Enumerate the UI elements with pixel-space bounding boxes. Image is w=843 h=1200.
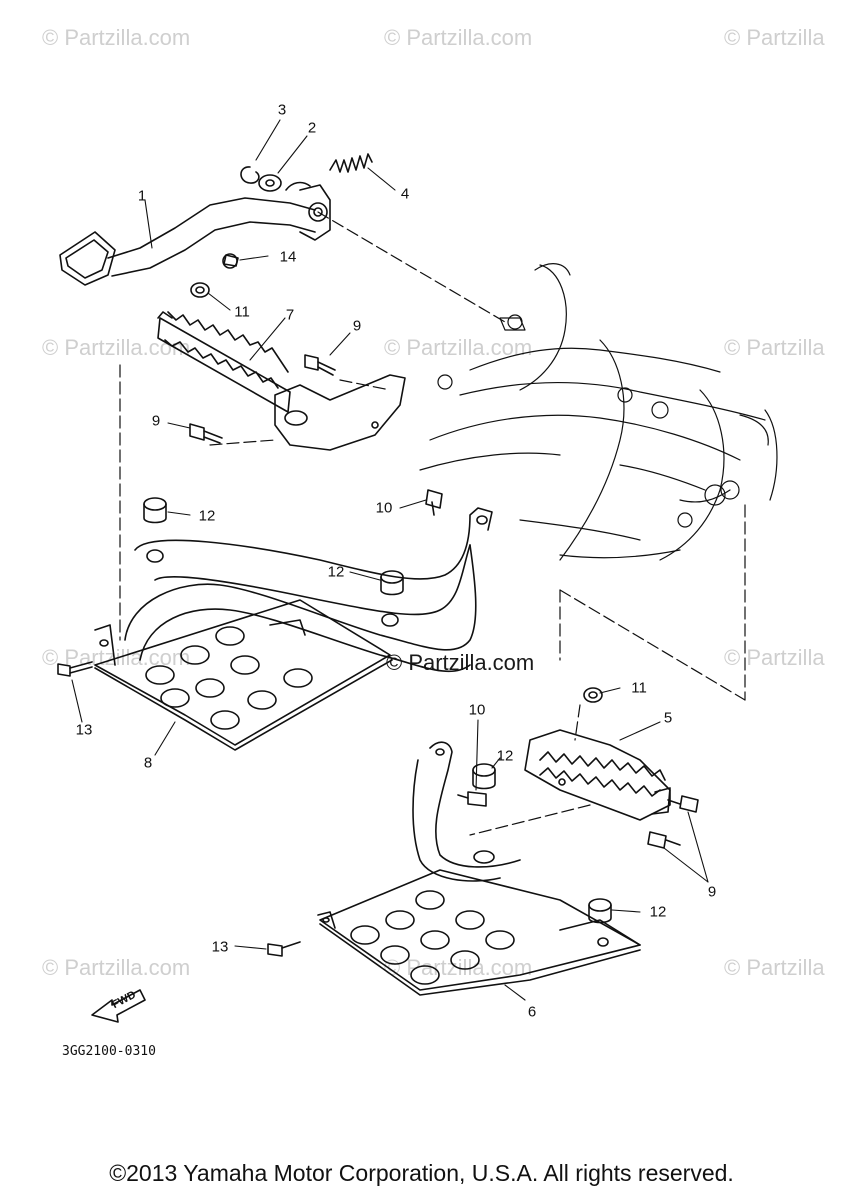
bolt-13-upper (57, 661, 93, 677)
watermark: © Partzilla.com (42, 25, 191, 50)
copyright-notice: ©2013 Yamaha Motor Corporation, U.S.A. A… (109, 1160, 734, 1186)
diagram-code: 3GG2100-0310 (62, 1044, 156, 1059)
watermark: © Partzilla (724, 645, 825, 670)
callout-14: 14 (279, 248, 297, 266)
pin (222, 253, 239, 269)
nut-right (583, 687, 603, 703)
bolt-13-lower (267, 941, 301, 957)
step-plate-6 (317, 869, 641, 996)
watermark: © Partzilla (724, 955, 825, 980)
callout-6: 6 (527, 1003, 537, 1021)
nut-upper (190, 282, 210, 298)
callout-3: 3 (277, 101, 287, 119)
bolt-right-a (667, 795, 699, 813)
rubber-lower-a (472, 763, 496, 790)
watermark: © Partzilla (724, 335, 825, 360)
bracket-bar-upper (124, 507, 493, 673)
callout-5: 5 (663, 709, 673, 727)
watermark: © Partzilla (724, 25, 825, 50)
callout-11-upper: 11 (234, 303, 250, 321)
rubber-lower-b (588, 898, 612, 924)
fwd-arrow (91, 989, 146, 1023)
bolt-right-b (647, 831, 681, 849)
rubber-upper-b (380, 570, 404, 596)
callout-10-upper: 10 (375, 499, 393, 517)
callout-13-upper: 13 (75, 721, 93, 739)
watermark: © Partzilla.com (42, 335, 191, 360)
callout-12-upper-a: 12 (198, 507, 216, 525)
callout-13-lower: 13 (211, 938, 229, 956)
callout-10-lower: 10 (468, 701, 486, 719)
bolt-10-lower (457, 791, 487, 807)
callout-11-right: 11 (631, 679, 647, 697)
bolt-upper-a (304, 354, 336, 376)
footrest-right (524, 729, 671, 821)
bolt-10-upper (425, 489, 443, 516)
callout-9-right: 9 (707, 883, 717, 901)
spring (329, 153, 373, 173)
callout-9-upper-b: 9 (151, 412, 161, 430)
callout-2: 2 (307, 119, 317, 137)
bracket-bar-lower (412, 741, 521, 882)
callout-1: 1 (137, 187, 147, 205)
rubber-upper-a (143, 497, 167, 524)
footrest-left (157, 311, 406, 451)
callout-7: 7 (285, 306, 295, 324)
bolt-upper-b (189, 423, 223, 444)
clip (240, 166, 260, 184)
watermark: © Partzilla.com (42, 955, 191, 980)
center-watermark: © Partzilla.com (386, 650, 535, 675)
callout-9-upper-a: 9 (352, 317, 362, 335)
frame-outline (419, 263, 778, 561)
brake-pedal (59, 181, 331, 286)
callout-12-lower-a: 12 (496, 747, 514, 765)
watermark: © Partzilla.com (384, 25, 533, 50)
callout-leaders (71, 119, 709, 1001)
step-plate-8 (94, 599, 393, 751)
washer (258, 174, 282, 192)
callout-8: 8 (143, 754, 153, 772)
callout-12-upper-b: 12 (327, 563, 345, 581)
callout-12-lower-b: 12 (649, 903, 667, 921)
leader-lines (119, 211, 746, 836)
watermark: © Partzilla.com (384, 335, 533, 360)
callout-4: 4 (400, 185, 410, 203)
